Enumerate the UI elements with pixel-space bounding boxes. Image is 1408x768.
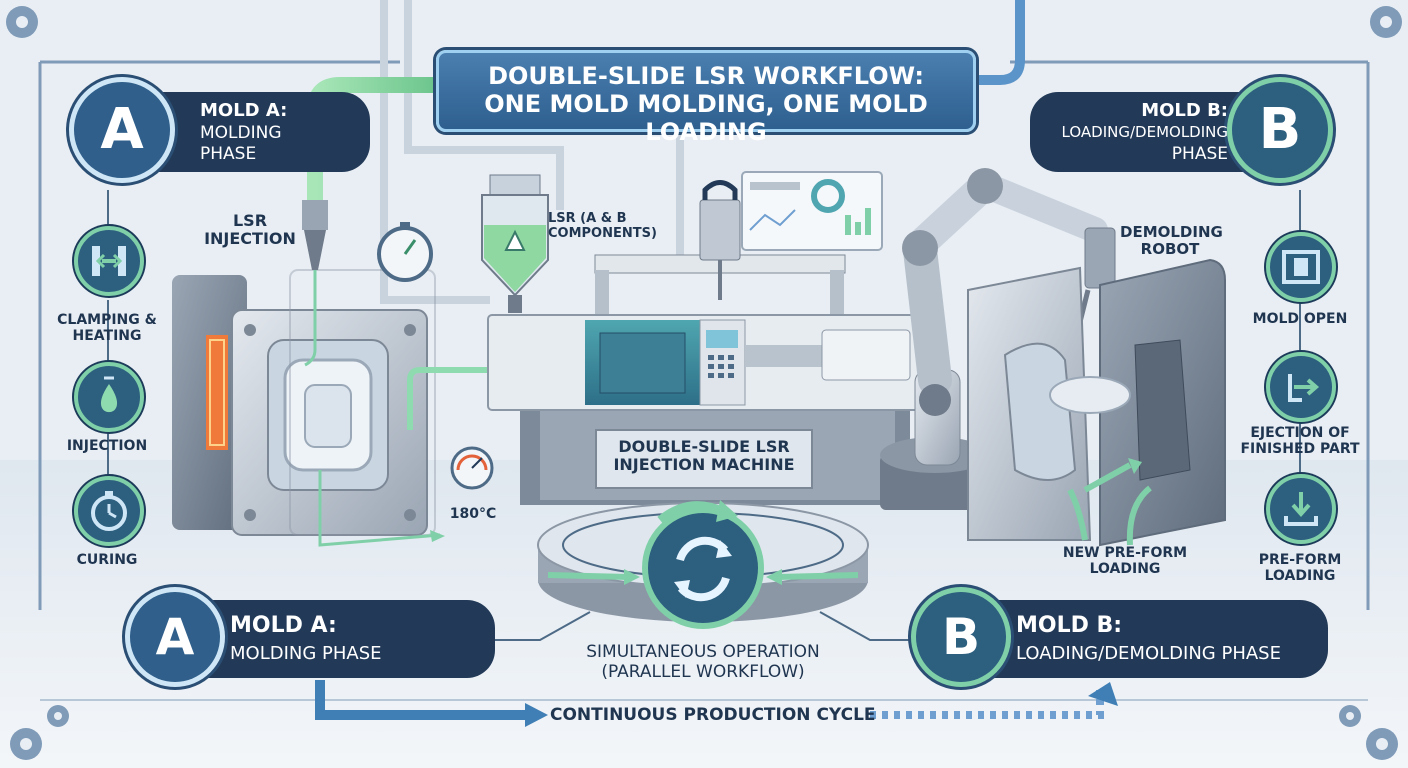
- corner-gear-icon-bottom-right: [1339, 705, 1398, 760]
- machine-label-line-2: INJECTION MACHINE: [613, 455, 795, 475]
- simultaneous-operation-label: SIMULTANEOUS OPERATION (PARALLEL WORKFLO…: [565, 642, 841, 682]
- demolding-robot-label: DEMOLDING ROBOT: [1120, 223, 1223, 259]
- lsr-components-line-1: LSR (A & B: [548, 211, 627, 226]
- mold-a-bottom-pill: [165, 600, 495, 678]
- step-ejection-label: EJECTION OF FINISHED PART: [1235, 425, 1365, 457]
- corner-gear-icon-top-right: [1370, 6, 1402, 38]
- timer-stopwatch-icon: [377, 222, 433, 282]
- mold-b-bottom-badge: B: [916, 592, 1006, 682]
- mold-b-top-label: MOLD B:: [1141, 100, 1228, 121]
- mold-b-top-sub-1: LOADING/DEMOLDING: [1061, 123, 1228, 141]
- step-injection-label: INJECTION: [66, 438, 148, 454]
- step-ejection-line-2: FINISHED PART: [1240, 441, 1360, 458]
- step-preform-line-2: LOADING: [1264, 568, 1336, 585]
- demolding-robot-illustration: [880, 168, 1125, 510]
- lsr-injection-line-1: LSR: [232, 211, 268, 230]
- title-banner: [436, 50, 976, 132]
- simultaneous-line-2: (PARALLEL WORKFLOW): [601, 661, 805, 682]
- mold-a-illustration: [172, 269, 436, 536]
- monitor-screen: [741, 171, 883, 251]
- corner-gear-icon-top-left: [6, 6, 38, 38]
- step-curing-label: CURING: [76, 552, 138, 568]
- stopwatch-icon: [74, 476, 144, 546]
- step-mold-open-label: MOLD OPEN: [1252, 311, 1348, 327]
- step-clamping-line-2: HEATING: [72, 328, 142, 345]
- mold-b-bottom-sub: LOADING/DEMOLDING PHASE: [1016, 643, 1281, 664]
- preform-loading-label: NEW PRE-FORM LOADING: [1060, 545, 1190, 577]
- mold-a-top-label: MOLD A:: [200, 100, 288, 121]
- mold-b-illustration: [967, 258, 1226, 547]
- lsr-components-line-2: COMPONENTS): [548, 225, 657, 241]
- step-preform-label: PRE-FORM LOADING: [1235, 552, 1365, 584]
- mold-a-top-sub-2: PHASE: [200, 144, 257, 164]
- step-ejection-line-1: EJECTION OF: [1250, 425, 1350, 441]
- title-line-2: ONE MOLD MOLDING, ONE MOLD LOADING: [484, 90, 928, 146]
- simultaneous-line-1: SIMULTANEOUS OPERATION: [586, 642, 820, 662]
- cycle-rotate-icon: [642, 500, 764, 629]
- step-clamping-label: CLAMPING & HEATING: [42, 312, 172, 344]
- mold-b-bottom-pill: [958, 600, 1328, 678]
- mold-b-top-badge: B: [1232, 82, 1328, 178]
- temperature-label: 180°C: [449, 506, 497, 522]
- mold-a-top-sub-1: MOLDING: [200, 123, 282, 143]
- preform-loading-line-2: LOADING: [1089, 561, 1161, 578]
- mold-a-bottom-badge: A: [130, 592, 220, 682]
- lsr-injection-label: LSR INJECTION: [200, 211, 300, 249]
- injection-machine-illustration: [487, 180, 929, 505]
- droplet-icon: [74, 362, 144, 432]
- corner-gear-icon-bottom-left: [10, 705, 69, 760]
- step-clamping-line-1: CLAMPING &: [57, 312, 157, 328]
- eject-icon: [1266, 352, 1336, 422]
- demolding-robot-line-2: ROBOT: [1140, 240, 1200, 259]
- lsr-injection-nozzle: [302, 200, 495, 547]
- lsr-tank: [481, 174, 549, 313]
- production-cycle-label: CONTINUOUS PRODUCTION CYCLE: [550, 705, 876, 725]
- title-line-1: DOUBLE-SLIDE LSR WORKFLOW:: [488, 62, 924, 90]
- machine-label-line-1: DOUBLE-SLIDE LSR: [618, 437, 790, 456]
- mold-a-top-badge: A: [74, 82, 170, 178]
- machine-label: DOUBLE-SLIDE LSR INJECTION MACHINE: [596, 437, 812, 475]
- temperature-gauge-icon: [450, 446, 494, 490]
- download-icon: [1266, 474, 1336, 544]
- mold-a-bottom-sub: MOLDING PHASE: [230, 643, 382, 664]
- mold-open-icon: [1266, 232, 1336, 302]
- demolding-robot-line-1: DEMOLDING: [1120, 223, 1223, 241]
- mold-b-bottom-label: MOLD B:: [1016, 613, 1123, 638]
- mold-b-top-sub-2: PHASE: [1171, 144, 1228, 164]
- lsr-injection-line-2: INJECTION: [204, 229, 296, 249]
- clamp-icon: [74, 226, 144, 296]
- lsr-components-label: LSR (A & B COMPONENTS): [548, 211, 657, 242]
- mold-a-bottom-label: MOLD A:: [230, 613, 337, 638]
- preform-loading-line-1: NEW PRE-FORM: [1062, 545, 1188, 561]
- step-preform-line-1: PRE-FORM: [1258, 552, 1342, 568]
